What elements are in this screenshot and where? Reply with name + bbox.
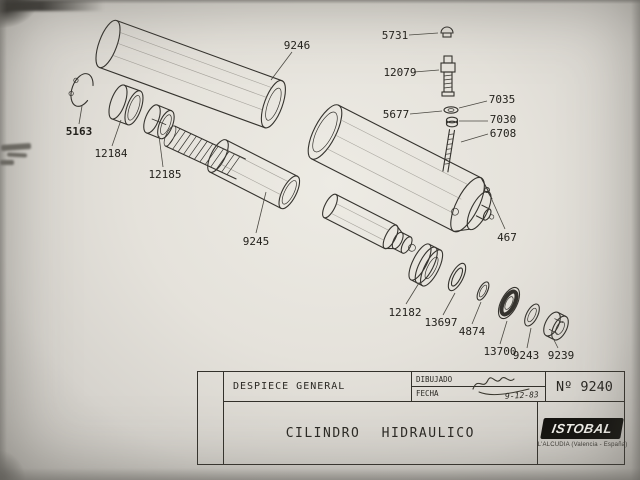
title-block: DESPIECE GENERAL DIBUJADO FECHA 9-12-83 … [197,371,628,465]
part-fitting-12079 [440,55,456,97]
part-label-9239: 9239 [548,349,575,362]
part-label-12182: 12182 [388,306,421,319]
date-label: FECHA [416,389,439,398]
part-label-12079: 12079 [383,66,416,79]
brand-logo: ISTOBAL [540,418,625,439]
part-tube-9245 [207,139,301,210]
drawing-number: Nº 9240 [556,378,613,395]
part-nut-7030 [445,116,459,128]
section-title: DESPIECE GENERAL [224,372,412,401]
date-value: 9-12-83 [505,390,540,401]
part-ring-4874 [476,281,490,301]
part-piston-rod [322,193,416,254]
part-label-5163: 5163 [66,125,93,138]
part-washer-5677-7035 [443,106,459,114]
part-label-5731: 5731 [382,29,409,42]
drawn-label: DIBUJADO [416,374,453,384]
part-nut-9239 [543,311,569,341]
part-tube-9246 [95,19,286,129]
part-label-12184: 12184 [94,147,127,160]
part-label-4874: 4874 [459,325,486,338]
part-label-12185: 12185 [148,168,181,181]
photo-edge-right [631,0,640,480]
part-oring-13697 [447,262,467,292]
part-screw-467 [484,187,493,200]
part-washer-9243 [524,303,540,327]
part-label-467: 467 [497,231,517,244]
part-label-13700: 13700 [483,345,516,358]
photo-edge-left [0,0,7,480]
part-label-6708: 6708 [490,127,517,140]
drawing-title: CILINDRO HIDRAULICO [224,402,538,464]
part-snapring-5163 [68,73,94,107]
part-label-7035: 7035 [489,93,516,106]
part-cap-5731 [440,26,454,38]
part-label-9246: 9246 [284,39,311,52]
leader-lines [78,32,559,349]
part-label-13697: 13697 [424,316,457,329]
part-seal-13700 [497,286,521,320]
part-collar-12185 [143,104,175,140]
title-block-margin-column [198,372,224,464]
brand-cell: ISTOBAL L'ALCUDIA (Valencia - España) [538,402,628,464]
paper-smudge [0,160,14,165]
photo-edge-top [0,0,640,4]
part-stem-6708 [442,129,456,173]
photo-edge-shadow-top [0,0,104,11]
part-bushing-12184 [108,84,144,126]
part-piston-12182 [408,243,444,287]
part-cylinder-body [307,104,495,233]
part-label-9243: 9243 [513,349,540,362]
brand-location: L'ALCUDIA (Valencia - España) [537,442,628,448]
part-label-7030: 7030 [490,113,517,126]
part-label-9245: 9245 [243,235,270,248]
signature [472,377,530,396]
part-label-5677: 5677 [383,108,410,121]
photo-edge-bottom [0,468,640,480]
drawn-date-cell: DIBUJADO FECHA 9-12-83 [412,372,546,401]
